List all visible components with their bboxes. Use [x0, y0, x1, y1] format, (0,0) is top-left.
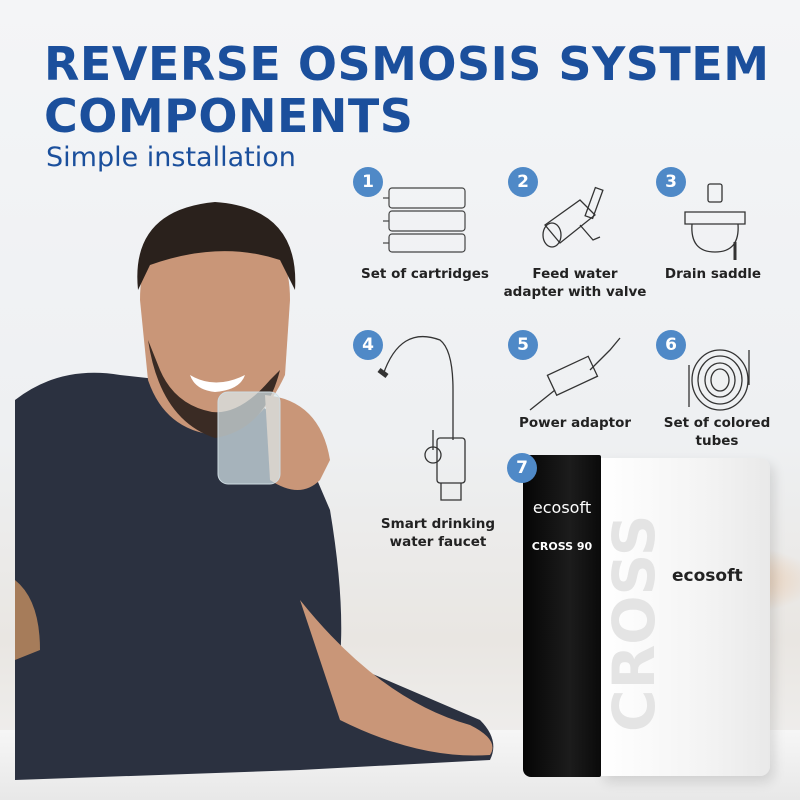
- faucet-icon: [377, 335, 466, 501]
- drain-saddle-icon: [684, 183, 746, 260]
- subtitle: Simple installation: [46, 142, 296, 173]
- page-title: REVERSE OSMOSIS SYSTEM COMPONENTS: [44, 38, 770, 142]
- cartridges-icon: [383, 187, 466, 253]
- ro-unit-side: [600, 458, 770, 776]
- tubes-coil-icon: [688, 349, 750, 411]
- man-drinking-water-photo: [15, 202, 494, 780]
- title-line-2: COMPONENTS: [44, 89, 414, 143]
- valve-adapter-icon: [542, 186, 604, 248]
- ro-unit-side-logo: ecosoft: [672, 566, 743, 586]
- ro-unit-side-text: CROSS: [600, 514, 668, 732]
- power-adaptor-icon: [529, 337, 621, 411]
- badge-4: 4: [353, 330, 383, 360]
- badge-5: 5: [508, 330, 538, 360]
- ro-unit-front-panel: [523, 455, 601, 777]
- badge-7: 7: [507, 453, 537, 483]
- badge-6: 6: [656, 330, 686, 360]
- ro-unit-model: CROSS 90: [531, 540, 593, 553]
- ro-unit-brand: ecosoft: [532, 498, 592, 517]
- title-line-1: REVERSE OSMOSIS SYSTEM: [44, 37, 770, 91]
- badge-3: 3: [656, 167, 686, 197]
- label-power-adaptor: Power adaptor: [518, 415, 632, 431]
- badge-1: 1: [353, 167, 383, 197]
- label-cartridges: Set of cartridges: [361, 266, 489, 282]
- badge-2: 2: [508, 167, 538, 197]
- label-drain-saddle: Drain saddle: [664, 266, 762, 282]
